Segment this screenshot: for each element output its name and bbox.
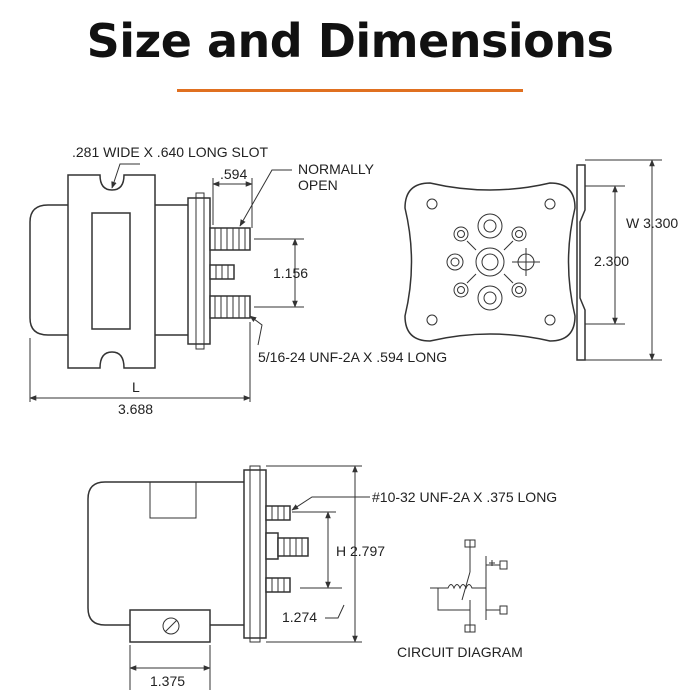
upper-stud — [209, 227, 251, 251]
slot-label: .281 WIDE X .640 LONG SLOT — [72, 144, 269, 160]
length-label: L — [132, 379, 140, 395]
center-stud — [209, 264, 235, 280]
dim-1156: 1.156 — [273, 265, 308, 281]
bottom-flange — [243, 469, 267, 639]
bottom-bracket — [129, 609, 211, 643]
bottom-upper-stud — [265, 505, 291, 521]
bottom-lower-stud — [265, 577, 291, 593]
open-label: OPEN — [298, 177, 338, 193]
dim-1375: 1.375 — [150, 673, 185, 689]
end-plate — [404, 182, 576, 342]
side-view: .281 WIDE X .640 LONG SLOT .594 NORMALLY… — [29, 144, 447, 417]
length-value: 3.688 — [118, 401, 153, 417]
bottom-view: #10-32 UNF-2A X .375 LONG 1.274 H 2.797 … — [87, 465, 557, 690]
thread-main-label: 5/16-24 UNF-2A X .594 LONG — [258, 349, 447, 365]
dim-1274: 1.274 — [282, 609, 317, 625]
side-slot — [91, 212, 131, 330]
circuit-diagram: CIRCUIT DIAGRAM — [397, 539, 523, 660]
end-view: 2.300 W 3.300 — [404, 159, 678, 361]
circuit-label: CIRCUIT DIAGRAM — [397, 644, 523, 660]
side-flange — [187, 197, 211, 345]
thread-small-label: #10-32 UNF-2A X .375 LONG — [372, 489, 557, 505]
bottom-center-stud — [265, 532, 309, 560]
dim-2300: 2.300 — [594, 253, 629, 269]
title-underline — [177, 89, 523, 92]
dim-594: .594 — [220, 166, 247, 182]
height-label: H 2.797 — [336, 543, 385, 559]
bottom-body — [87, 481, 251, 626]
page-title: Size and Dimensions — [86, 14, 614, 68]
end-bracket — [576, 164, 586, 361]
normally-label: NORMALLY — [298, 161, 375, 177]
lower-stud — [209, 295, 251, 319]
width-label: W 3.300 — [626, 215, 678, 231]
